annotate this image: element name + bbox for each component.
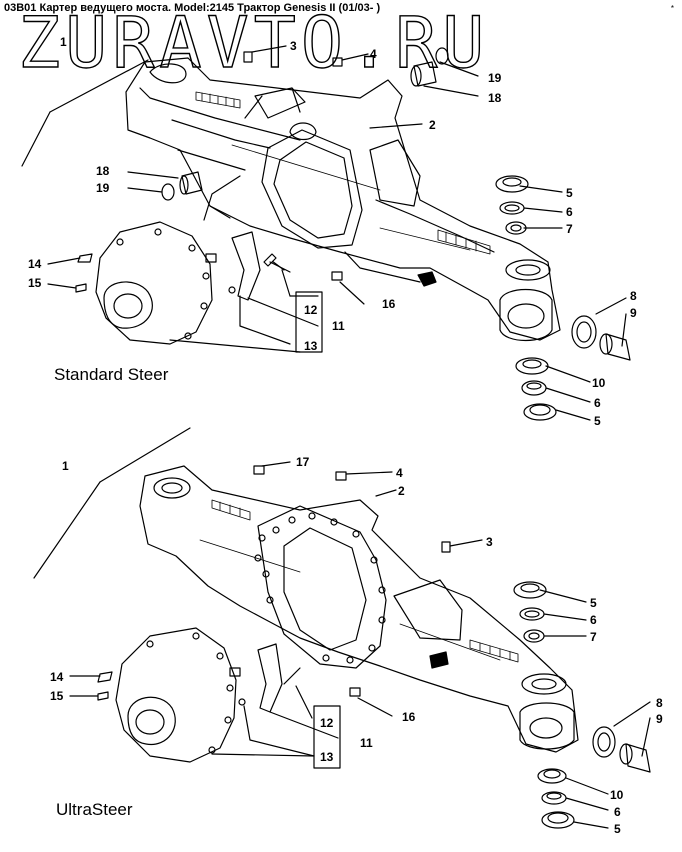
callout-label: 9: [630, 306, 637, 320]
callout-label: 12: [304, 303, 318, 317]
callout-label: 18: [488, 91, 502, 105]
callout-label: 10: [592, 376, 606, 390]
callout-label: 12: [320, 716, 334, 730]
diagram-title: 03B01 Картер ведущего моста. Model:2145 …: [4, 2, 381, 14]
callout-label: 15: [28, 276, 42, 290]
ultrasteer-leaders: [69, 461, 651, 829]
callout-label: 5: [614, 822, 621, 836]
callout-label: 5: [590, 596, 597, 610]
callout-label: 8: [630, 289, 637, 303]
callout-label: 18: [96, 164, 110, 178]
callout-label: 17: [296, 455, 310, 469]
callout-label: 13: [304, 339, 318, 353]
callout-label: 2: [429, 118, 436, 132]
callout-label: 1: [60, 35, 67, 49]
corner-mark: *: [670, 4, 674, 13]
callout-label: 4: [370, 47, 377, 61]
callout-label: 16: [402, 710, 416, 724]
watermark-logo: ZURAVTO.RU: [17, 2, 490, 84]
standard-steer-assembly: [21, 47, 631, 421]
callout-label: 6: [590, 613, 597, 627]
callout-label: 11: [360, 736, 373, 750]
callout-label: 6: [614, 805, 621, 819]
ultrasteer-assembly: [33, 427, 651, 829]
callout-label: 9: [656, 712, 663, 726]
callout-label: 6: [566, 205, 573, 219]
callout-label: 16: [382, 297, 396, 311]
callout-label: 15: [50, 689, 64, 703]
callout-label: 6: [594, 396, 601, 410]
callout-label: 14: [28, 257, 42, 271]
callout-label: 8: [656, 696, 663, 710]
callout-label: 10: [610, 788, 624, 802]
callout-label: 19: [96, 181, 110, 195]
callout-label: 13: [320, 750, 334, 764]
callout-label: 4: [396, 466, 403, 480]
standard-steer-leaders: [47, 45, 627, 421]
callout-label: 11: [332, 319, 345, 333]
callout-label: 7: [590, 630, 597, 644]
callout-label: 3: [290, 39, 297, 53]
callout-label: 1: [62, 459, 69, 473]
callout-label: 2: [398, 484, 405, 498]
callout-label: 5: [594, 414, 601, 428]
callout-label: 7: [566, 222, 573, 236]
standard-steer-caption: Standard Steer: [54, 365, 169, 384]
callout-label: 3: [486, 535, 493, 549]
callout-label: 19: [488, 71, 502, 85]
ultrasteer-caption: UltraSteer: [56, 800, 133, 819]
callout-label: 5: [566, 186, 573, 200]
callout-label: 14: [50, 670, 64, 684]
